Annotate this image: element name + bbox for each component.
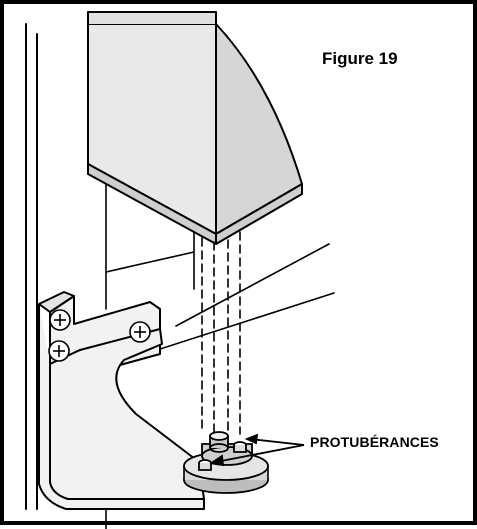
door-jamb <box>25 23 38 510</box>
screw-right <box>129 321 151 343</box>
screw-top <box>49 309 71 331</box>
protrusion-right <box>233 441 247 453</box>
installation-diagram <box>25 11 335 529</box>
protrusions-label: PROTUBÉRANCES <box>310 434 439 450</box>
figure-title: Figure 19 <box>322 49 398 68</box>
screw-bottom <box>48 340 70 362</box>
pivot-assembly <box>183 431 269 494</box>
screws <box>48 309 151 362</box>
alignment-lines <box>201 231 241 435</box>
protrusion-left <box>198 459 212 471</box>
callout-arrows <box>210 433 305 467</box>
closer-housing <box>87 11 303 245</box>
mounting-bracket <box>38 291 205 510</box>
